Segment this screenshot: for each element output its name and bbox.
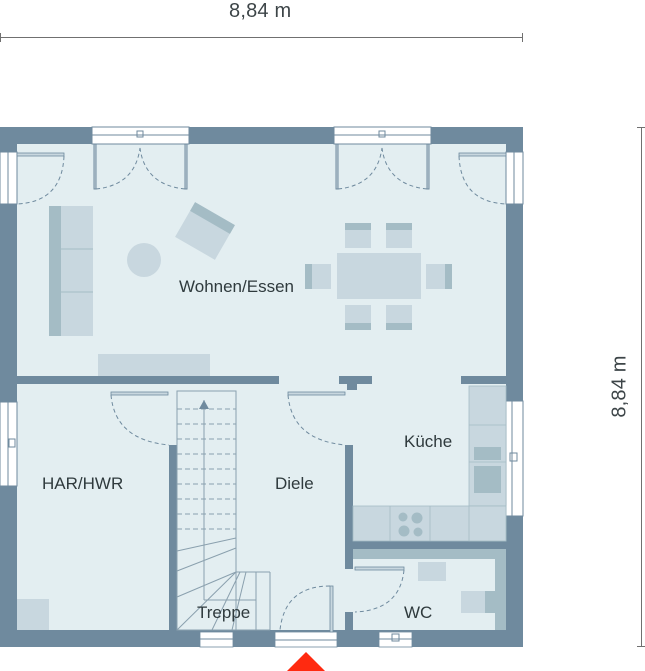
room-label-wc: WC: [404, 603, 433, 622]
width-dimension-line: [0, 37, 523, 38]
room-label-kueche: Küche: [404, 432, 453, 451]
height-dimension-tick-bottom: [637, 646, 645, 647]
room-label-diele: Diele: [275, 474, 314, 493]
entrance-arrow-icon: [287, 652, 325, 671]
width-dimension-tick-right: [522, 33, 523, 42]
width-dimension-label: 8,84 m: [229, 0, 292, 22]
room-label-har-hwr: HAR/HWR: [42, 474, 124, 493]
room-label-wohnen-essen: Wohnen/Essen: [179, 277, 294, 296]
height-dimension-tick-top: [637, 127, 645, 128]
height-dimension-line: [641, 127, 642, 647]
width-dimension-tick-left: [0, 33, 1, 42]
room-label-treppe: Treppe: [197, 603, 251, 622]
